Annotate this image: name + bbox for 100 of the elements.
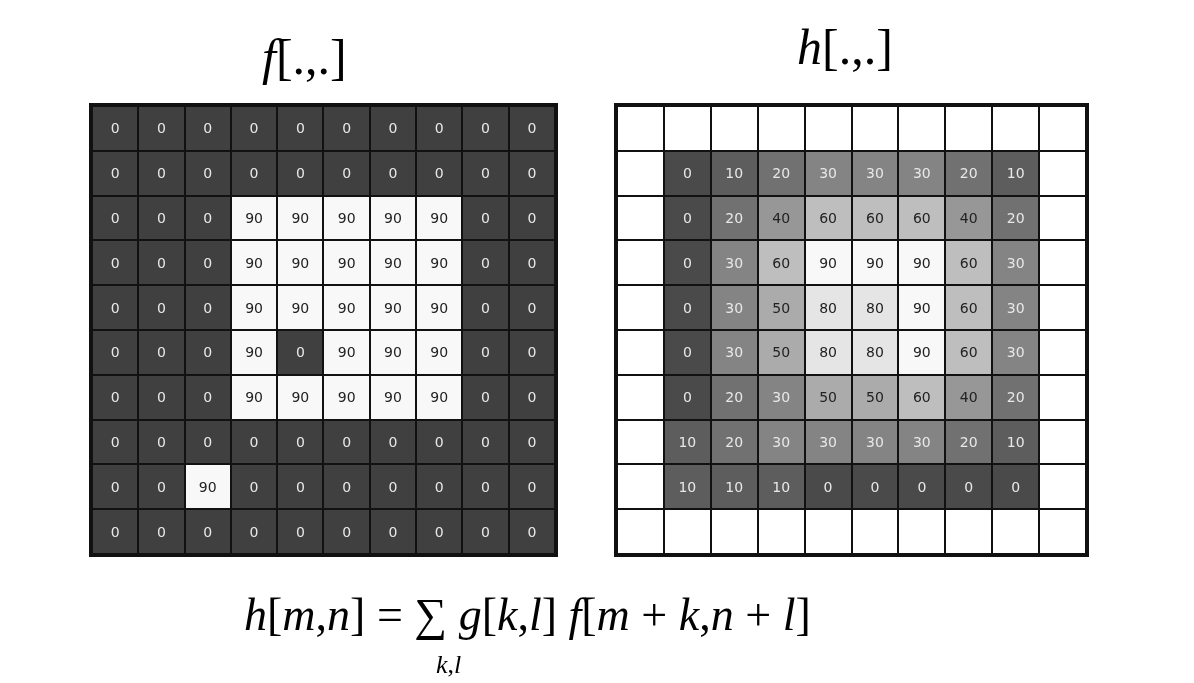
grid-cell: 0 — [230, 509, 278, 554]
grid-cell: 90 — [323, 195, 370, 241]
grid-cell: 90 — [230, 374, 278, 420]
grid-cell: 90 — [323, 374, 370, 420]
grid-cell: 20 — [757, 150, 805, 196]
grid-cell: 0 — [184, 419, 231, 465]
grid-cell: 0 — [992, 464, 1040, 510]
grid-title: h[.,.] — [797, 22, 893, 72]
grid-cell: 0 — [184, 330, 231, 375]
grid-cell: 90 — [277, 240, 324, 286]
grid-cell: 90 — [277, 195, 324, 241]
grid-cell: 50 — [851, 374, 899, 420]
grid-cell: 20 — [710, 419, 758, 465]
grid-cell: 90 — [230, 195, 278, 241]
grid-cell: 0 — [663, 150, 711, 196]
grid-cell: 90 — [184, 464, 231, 510]
grid-cell: 0 — [138, 195, 185, 241]
grid-cell: 40 — [945, 195, 993, 241]
grid-cell: 0 — [462, 195, 509, 241]
grid-cell: 0 — [92, 240, 139, 286]
grid-cell: 50 — [757, 285, 805, 330]
grid-cell: 10 — [757, 464, 805, 510]
grid-cell: 0 — [92, 374, 139, 420]
grid-cell: 30 — [757, 374, 805, 420]
grid-cell: 0 — [138, 285, 185, 330]
grid-cell: 10 — [710, 150, 758, 196]
grid-cell: 90 — [230, 240, 278, 286]
grid-cell: 0 — [138, 374, 185, 420]
grid-cell: 0 — [92, 509, 139, 554]
grid-cell: 0 — [462, 330, 509, 375]
grid-cell: 0 — [230, 150, 278, 196]
grid-cell: 90 — [277, 374, 324, 420]
grid-cell: 0 — [184, 240, 231, 286]
grid-cell: 0 — [184, 106, 231, 151]
grid-cell: 30 — [851, 150, 899, 196]
grid-cell: 0 — [92, 464, 139, 510]
grid-cell: 0 — [804, 464, 852, 510]
grid-cell: 80 — [851, 285, 899, 330]
grid-cell: 0 — [462, 150, 509, 196]
grid-cell: 0 — [416, 150, 463, 196]
grid-cell: 90 — [898, 240, 946, 286]
grid-cell: 80 — [804, 285, 852, 330]
grid-cell: 0 — [369, 464, 417, 510]
grid-cell: 0 — [663, 330, 711, 375]
grid-cell: 0 — [369, 150, 417, 196]
grid-cell: 0 — [230, 419, 278, 465]
grid-cell: 10 — [710, 464, 758, 510]
grid-cell: 60 — [757, 240, 805, 286]
grid-cell: 10 — [663, 464, 711, 510]
grid-cell: 0 — [230, 106, 278, 151]
grid-cell: 0 — [945, 464, 993, 510]
grid-cell: 0 — [898, 464, 946, 510]
grid-cell: 0 — [508, 195, 555, 241]
grid-cell: 0 — [138, 419, 185, 465]
grid-cell: 0 — [184, 285, 231, 330]
grid-cell: 0 — [138, 509, 185, 554]
grid-cell: 90 — [369, 330, 417, 375]
grid-cell: 0 — [508, 464, 555, 510]
grid-cell: 60 — [945, 285, 993, 330]
grid-cell: 0 — [184, 195, 231, 241]
grid-cell: 20 — [710, 374, 758, 420]
grid-cell: 90 — [369, 240, 417, 286]
grid-cell: 30 — [992, 240, 1040, 286]
grid-cell: 0 — [462, 285, 509, 330]
grid-cell: 0 — [508, 106, 555, 151]
grid-cell: 0 — [462, 106, 509, 151]
grid-cell: 30 — [804, 150, 852, 196]
grid-cell: 20 — [945, 419, 993, 465]
grid-cell: 0 — [138, 330, 185, 375]
grid-cell: 50 — [804, 374, 852, 420]
grid-cell: 0 — [663, 240, 711, 286]
grid-cell: 30 — [851, 419, 899, 465]
grid-cell: 90 — [323, 240, 370, 286]
grid-cell: 0 — [277, 419, 324, 465]
grid-cell: 90 — [416, 195, 463, 241]
grid-cell: 30 — [710, 285, 758, 330]
grid-cell: 0 — [369, 419, 417, 465]
grid-cell: 90 — [898, 330, 946, 375]
grid-cell: 0 — [230, 464, 278, 510]
grid-cell: 0 — [462, 509, 509, 554]
grid-cell: 60 — [898, 195, 946, 241]
grid-cell: 0 — [462, 419, 509, 465]
grid-cell: 0 — [92, 150, 139, 196]
grid-cell: 90 — [416, 285, 463, 330]
grid-cell: 0 — [323, 150, 370, 196]
grid-cell: 40 — [757, 195, 805, 241]
grid-cell: 0 — [184, 374, 231, 420]
grid-cell: 0 — [851, 464, 899, 510]
grid-cell: 60 — [945, 330, 993, 375]
grid-cell: 0 — [92, 419, 139, 465]
grid-cell: 90 — [804, 240, 852, 286]
grid-cell: 0 — [663, 374, 711, 420]
grid-cell: 20 — [992, 374, 1040, 420]
grid-cell: 0 — [184, 509, 231, 554]
grid-cell: 90 — [323, 330, 370, 375]
grid-cell: 90 — [898, 285, 946, 330]
grid-cell: 20 — [710, 195, 758, 241]
grid-cell: 30 — [710, 330, 758, 375]
grid-cell: 90 — [369, 374, 417, 420]
grid-cell: 0 — [416, 509, 463, 554]
